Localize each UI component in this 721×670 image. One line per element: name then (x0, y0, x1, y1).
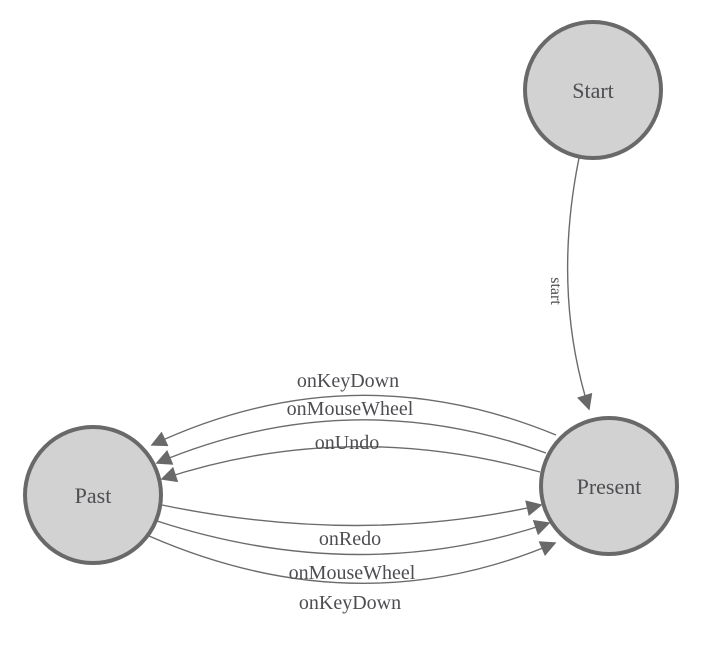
state-node-start-circle (523, 20, 663, 160)
edge-past-to-present-onkeydown (148, 535, 557, 585)
state-node-start: Start (523, 20, 663, 160)
edge-label-onmousewheel-top: onMouseWheel (287, 398, 414, 420)
state-node-start-label: Start (572, 78, 614, 103)
state-node-present-label: Present (577, 474, 642, 499)
edge-label-onkeydown-top: onKeyDown (297, 370, 399, 392)
edge-present-to-past-onundo (160, 445, 541, 483)
edge-start-to-present (566, 157, 593, 411)
edge-label-start: start (547, 277, 564, 305)
state-node-present: Present (539, 416, 679, 556)
state-node-present-circle (539, 416, 679, 556)
edge-labels-layer: start onKeyDown onMouseWheel onUndo onRe… (287, 277, 564, 614)
state-node-past: Past (23, 425, 163, 565)
edges-layer (148, 157, 593, 585)
edge-label-onredo: onRedo (319, 528, 381, 550)
edge-label-onmousewheel-bottom: onMouseWheel (289, 562, 416, 584)
edge-label-onundo: onUndo (315, 432, 379, 454)
edge-present-to-past-onmousewheel (155, 419, 547, 465)
edge-label-onkeydown-bottom: onKeyDown (299, 592, 401, 614)
edge-past-to-present-onredo (161, 500, 543, 527)
nodes-layer: Start Past Present (23, 20, 679, 565)
state-node-past-label: Past (75, 483, 112, 508)
edge-past-to-present-onmousewheel (156, 520, 551, 556)
edge-present-to-past-onkeydown (150, 394, 557, 447)
state-node-past-circle (23, 425, 163, 565)
